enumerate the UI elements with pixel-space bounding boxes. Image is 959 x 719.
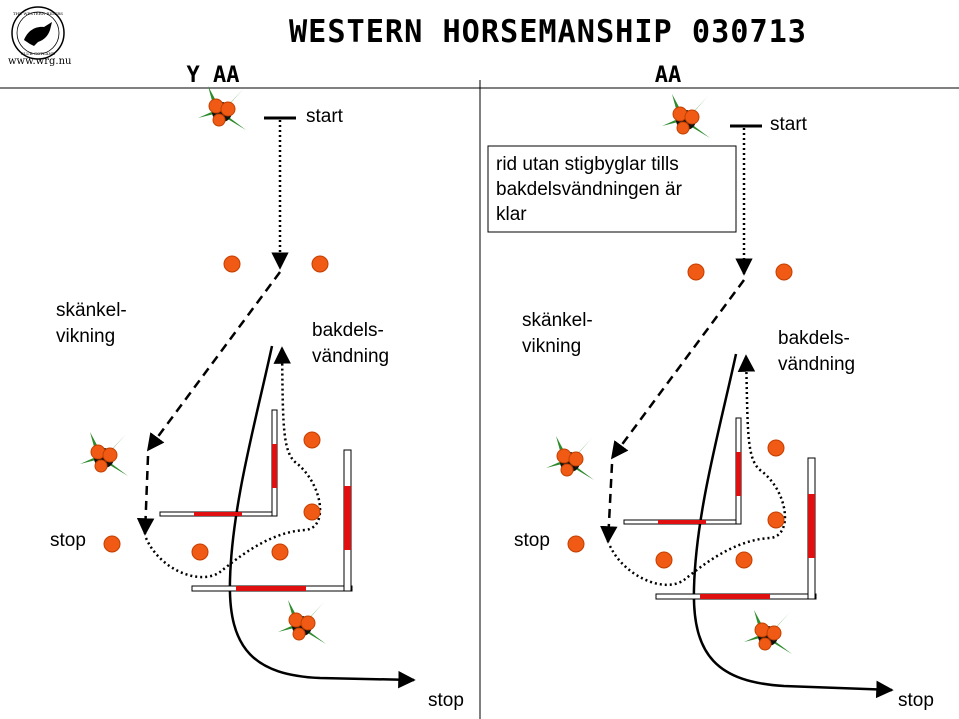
cone xyxy=(311,255,329,273)
turn-label: vändning xyxy=(778,354,855,375)
back-path xyxy=(600,463,618,544)
bush-icon xyxy=(661,93,711,139)
cone xyxy=(271,543,289,561)
pole-l-shape xyxy=(159,409,278,517)
cone xyxy=(303,503,321,521)
right-heading: AA xyxy=(655,63,682,88)
cone xyxy=(687,263,705,281)
cone xyxy=(767,439,785,457)
logo-text-bottom: CLUB GOTLAND xyxy=(21,51,55,56)
stop-label: stop xyxy=(50,530,86,551)
turn-path xyxy=(144,346,322,579)
cone xyxy=(103,535,121,553)
bush-icon xyxy=(79,431,129,477)
turn-label: bakdels- xyxy=(312,320,384,341)
logo-url: www.wrg.nu xyxy=(8,56,72,67)
lope-path xyxy=(228,345,416,689)
logo-text-top: THE WESTERN RIDERS xyxy=(13,11,63,16)
bush-icon xyxy=(277,599,327,645)
bush-icon xyxy=(743,609,793,655)
bush-icon xyxy=(197,85,247,131)
logo: THE WESTERN RIDERS CLUB GOTLAND www.wrg.… xyxy=(8,6,72,67)
cone xyxy=(735,551,753,569)
turn-path xyxy=(608,354,787,586)
lope-path xyxy=(692,353,894,699)
sidepass-path xyxy=(610,279,746,460)
stop-label: stop xyxy=(898,690,934,711)
back-path xyxy=(136,455,155,536)
cone xyxy=(191,543,209,561)
turn-label: vändning xyxy=(312,346,389,367)
note-box xyxy=(487,145,737,233)
right-panel: start rid utan stigbyglar tills bakdelsv… xyxy=(487,93,934,711)
pole-l-shape xyxy=(191,449,353,592)
pole-l-shape xyxy=(655,457,817,600)
cone xyxy=(223,255,241,273)
cone xyxy=(767,511,785,529)
start-label: start xyxy=(306,106,344,127)
sidepass-label: skänkel- xyxy=(56,300,127,321)
sidepass-label: skänkel- xyxy=(522,310,593,331)
note-line: klar xyxy=(496,204,527,225)
start-label: start xyxy=(770,114,808,135)
stop-label: stop xyxy=(428,690,464,711)
left-heading: Y AA xyxy=(187,63,240,88)
bush-icon xyxy=(545,435,595,481)
pole-l-shape xyxy=(623,417,742,525)
page-title: WESTERN HORSEMANSHIP 030713 xyxy=(289,14,807,50)
note-line: rid utan stigbyglar tills xyxy=(496,154,679,175)
stop-label: stop xyxy=(514,530,550,551)
left-panel: start skänkel- vikning bakdels- vändning xyxy=(50,85,464,711)
note-line: bakdelsvändningen är xyxy=(496,179,683,200)
sidepass-label: vikning xyxy=(522,336,581,357)
horse-rider-icon xyxy=(24,22,52,46)
sidepass-label: vikning xyxy=(56,326,115,347)
cone xyxy=(655,551,673,569)
sidepass-path xyxy=(146,271,282,452)
cone xyxy=(303,431,321,449)
cone xyxy=(567,535,585,553)
turn-label: bakdels- xyxy=(778,328,850,349)
cone xyxy=(775,263,793,281)
